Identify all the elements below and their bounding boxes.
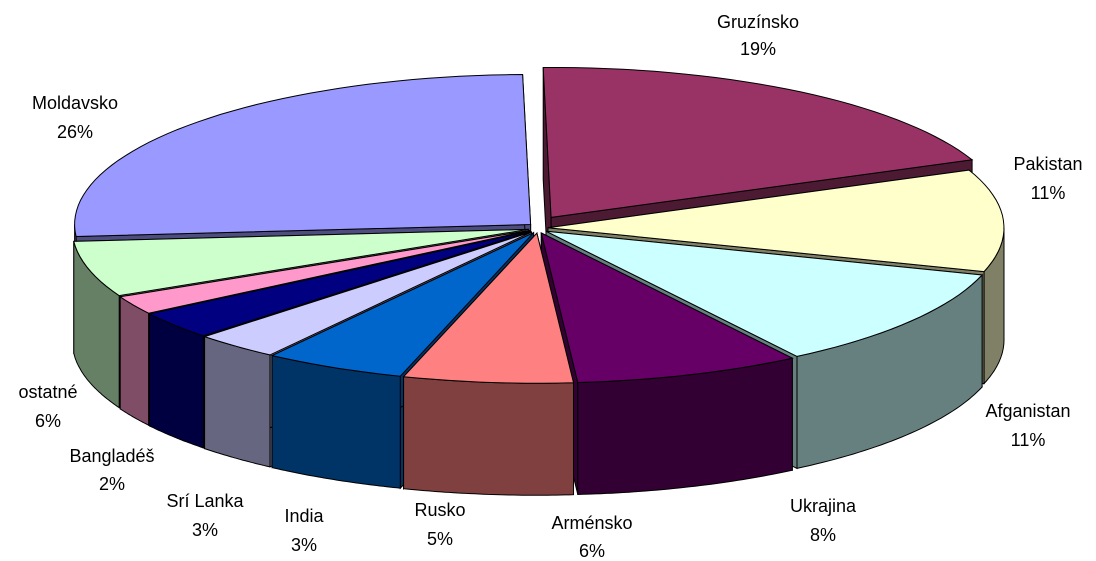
- slice-banglades: [118, 230, 530, 314]
- slice-afganistan: [545, 230, 984, 357]
- slice-armensko: [402, 232, 575, 384]
- label-ostatne-value: 6%: [35, 411, 61, 431]
- slice-india-side-0: [204, 335, 271, 468]
- label-sri-lanka-value: 3%: [192, 520, 218, 540]
- label-armensko-value: 6%: [579, 541, 605, 561]
- slice-rusko: [270, 232, 534, 377]
- label-pakistan-name: Pakistan: [1013, 154, 1082, 174]
- label-ukrajina-name: Ukrajina: [790, 496, 857, 516]
- slice-gruzinsko: [542, 67, 974, 218]
- slice-banglades-side-0: [119, 295, 150, 427]
- label-armensko-name: Arménsko: [551, 513, 632, 533]
- label-india-name: India: [284, 506, 324, 526]
- label-india-value: 3%: [291, 535, 317, 555]
- slice-ukrajina: [540, 232, 794, 384]
- label-moldavsko-value: 26%: [57, 122, 93, 142]
- label-rusko-value: 5%: [427, 529, 453, 549]
- label-afganistan-name: Afganistan: [985, 401, 1070, 421]
- label-banglades-value: 2%: [99, 474, 125, 494]
- label-sri-lanka-name: Srí Lanka: [166, 491, 244, 511]
- slice-sri-lanka-side-0: [149, 313, 204, 449]
- slice-armensko-side-0: [403, 376, 574, 496]
- label-moldavsko-name: Moldavsko: [32, 93, 118, 113]
- pie-labels: Gruzínsko 19% Pakistan 11% Afganistan 11…: [18, 12, 1082, 561]
- slice-pakistan: [547, 169, 1005, 273]
- label-ostatne-name: ostatné: [18, 382, 77, 402]
- slice-rusko-side-0: [271, 354, 401, 489]
- slice-moldavsko: [74, 73, 532, 238]
- label-ukrajina-value: 8%: [810, 525, 836, 545]
- slice-sri-lanka: [147, 230, 531, 337]
- label-rusko-name: Rusko: [414, 500, 465, 520]
- label-gruzinsko-value: 19%: [740, 39, 776, 59]
- label-afganistan-value: 11%: [1011, 430, 1046, 450]
- pie-slices: [73, 67, 1005, 496]
- label-gruzinsko-name: Gruzínsko: [717, 12, 799, 32]
- slice-india: [202, 231, 532, 356]
- slice-ostatne: [73, 228, 529, 297]
- label-pakistan-value: 11%: [1031, 183, 1066, 203]
- label-banglades-name: Bangladéš: [69, 446, 154, 466]
